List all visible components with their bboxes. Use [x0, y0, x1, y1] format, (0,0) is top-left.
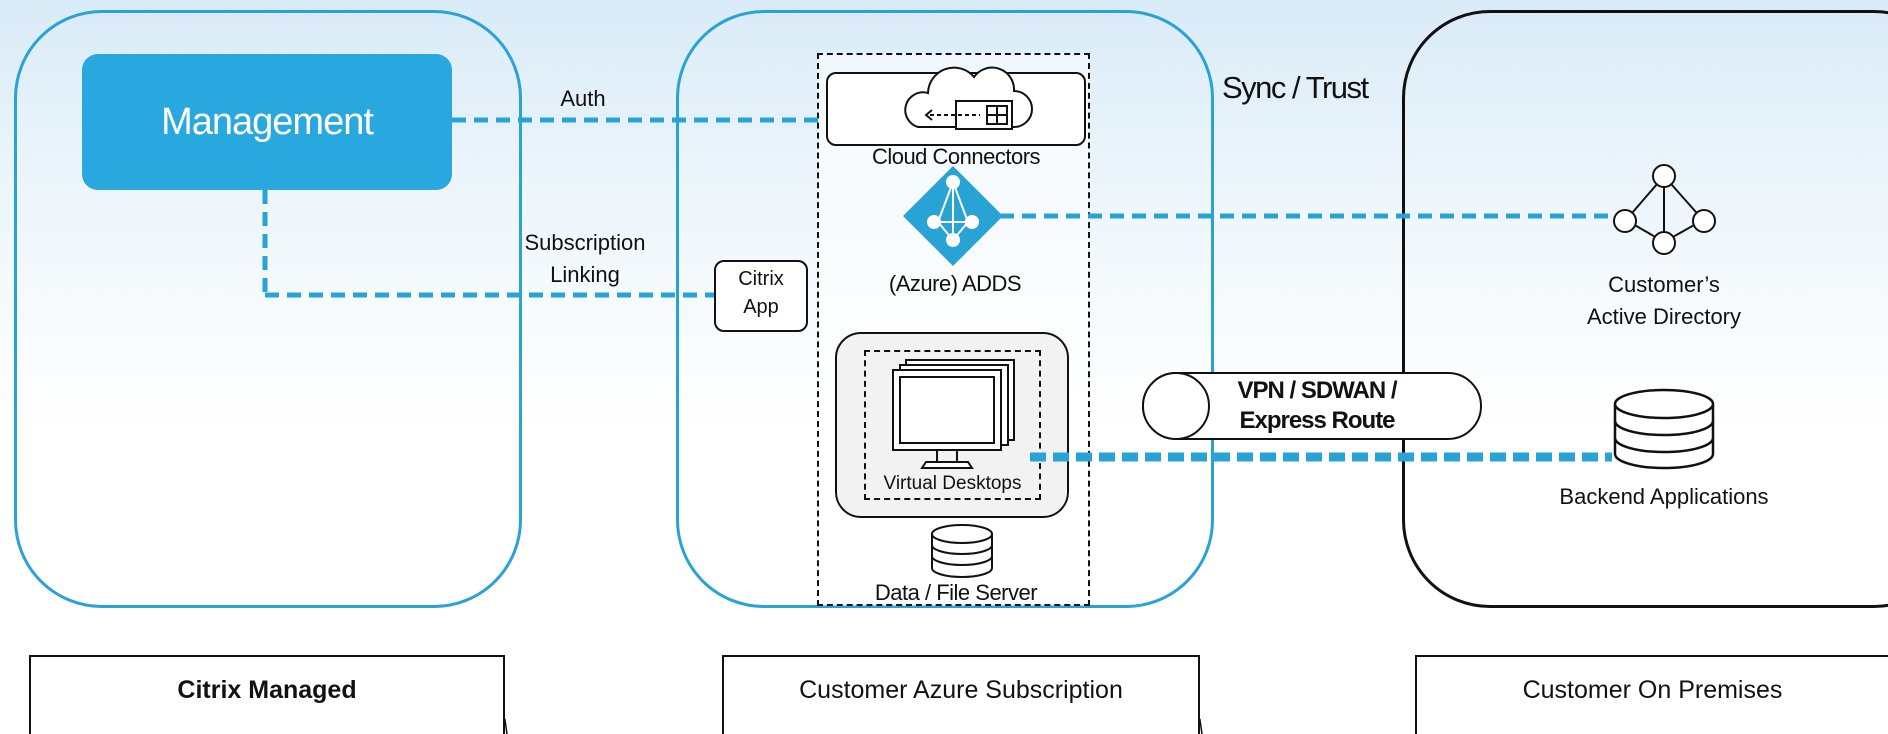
active-directory-icon	[1613, 164, 1716, 255]
customer-azure-label: Customer Azure Subscription	[799, 676, 1123, 704]
azure-ad-icon	[903, 166, 1003, 266]
backend-apps-label: Backend Applications	[1559, 484, 1769, 509]
citrix-app-box[interactable]	[714, 260, 808, 332]
vpn-label-line2: Express Route	[1239, 407, 1395, 434]
customer-onprem-label: Customer On Premises	[1522, 676, 1783, 704]
vpn-label-line1: VPN / SDWAN /	[1237, 377, 1397, 404]
active-directory-label-1: Customer’s	[1608, 272, 1720, 297]
customer-azure-zone	[676, 10, 1214, 608]
backend-db-icon	[1613, 388, 1715, 470]
citrix-app-label-2: App	[743, 296, 779, 318]
auth-label: Auth	[560, 86, 606, 111]
citrix-app-label-1: Citrix	[738, 268, 784, 290]
management-label: Management	[161, 100, 374, 143]
customer-azure-note: Customer Azure Subscription	[722, 655, 1200, 734]
adds-label: (Azure) ADDS	[888, 271, 1022, 296]
active-directory-label-2: Active Directory	[1586, 304, 1742, 329]
cloud-connectors-label: Cloud Connectors	[871, 144, 1041, 169]
data-file-server-label: Data / File Server	[874, 580, 1038, 605]
citrix-managed-label: Citrix Managed	[177, 676, 357, 704]
subscription-label-2: Linking	[550, 262, 620, 287]
database-icon	[931, 524, 993, 578]
vpn-tunnel-cap	[1142, 372, 1210, 440]
customer-onprem-zone	[1402, 10, 1888, 608]
virtual-desktops-label: Virtual Desktops	[883, 473, 1022, 494]
customer-onprem-note: Customer On Premises	[1415, 655, 1888, 734]
subscription-label-1: Subscription	[524, 230, 646, 255]
citrix-managed-note: Citrix Managed	[29, 655, 505, 734]
virtual-desktops-pool	[864, 350, 1041, 500]
monitor-stack-icon	[892, 359, 1015, 469]
cloud-connector-icon	[904, 66, 1033, 130]
citrix-managed-zone	[14, 10, 522, 608]
vpn-label: VPN / SDWAN / Express Route	[1212, 372, 1422, 440]
sync-trust-label: Sync / Trust	[1222, 70, 1369, 105]
management-box[interactable]: Management	[82, 54, 452, 190]
